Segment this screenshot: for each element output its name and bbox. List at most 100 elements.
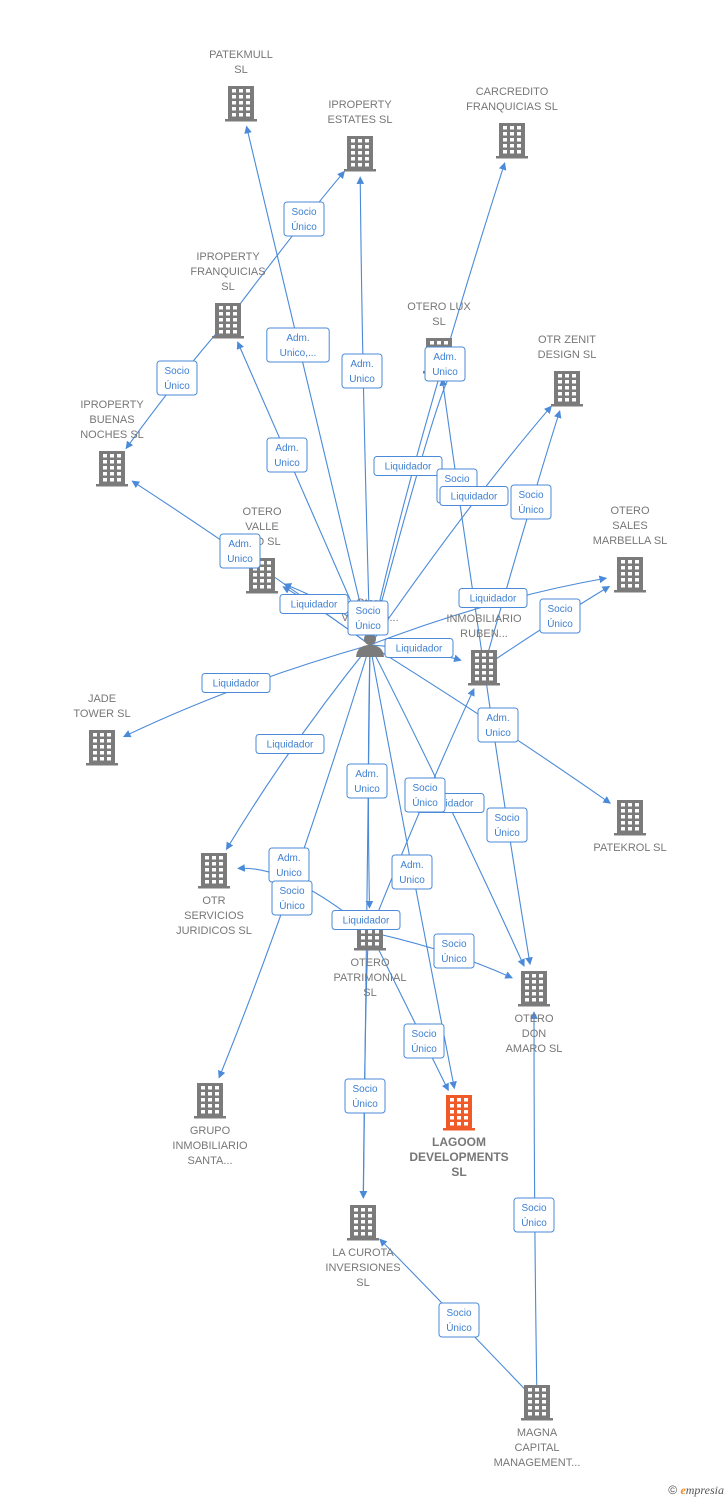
node-grupo-ruben[interactable]: GRUPOINMOBILIARIORUBEN... [446, 598, 522, 686]
building-icon [614, 800, 646, 836]
node-label: SL [363, 987, 376, 999]
building-icon [96, 451, 128, 487]
node-label: SL [221, 281, 234, 293]
node-label: PATEKROL SL [593, 842, 666, 854]
edge-label-text: Socio [518, 490, 543, 501]
node-label: BUENAS [89, 414, 134, 426]
edge-label-text: Socio [547, 604, 572, 615]
edge-label-text: Único [441, 952, 467, 965]
edge-labels-layer: Adm.Unico,...SocioÚnicoAdm.UnicoLiquidad… [156, 201, 581, 1338]
node-label: TOWER SL [73, 708, 130, 720]
node-label: SANTA... [187, 1155, 232, 1167]
edge-label-text: Socio [355, 606, 380, 617]
node-label: MANAGEMENT... [494, 1457, 581, 1469]
node-grupo-santa[interactable]: GRUPOINMOBILIARIOSANTA... [172, 1083, 248, 1167]
edge-label[interactable]: Liquidador [279, 594, 349, 614]
node-label: MARBELLA SL [593, 535, 668, 547]
edge-label-box [373, 456, 443, 476]
edge-label-text: Único [164, 379, 190, 392]
node-label: INVERSIONES [325, 1262, 400, 1274]
edge-label[interactable]: Liquidador [373, 456, 443, 476]
edge-person-to-iproperty_franquicias [236, 341, 371, 646]
edge-label-text: Liquidador [291, 600, 338, 611]
node-label: OTR [202, 895, 225, 907]
edge-person-to-otr_zenit [369, 405, 552, 646]
edge-label-box [458, 588, 528, 608]
node-label: RUBEN... [460, 628, 508, 640]
edge-label-box [341, 353, 383, 389]
node-label: JADE [88, 693, 116, 705]
edge-label-text: Único [494, 826, 520, 839]
building-icon [614, 557, 646, 593]
edge-label[interactable]: Liquidador [201, 673, 271, 693]
node-label: CARCREDITO [476, 86, 549, 98]
node-label: IPROPERTY [196, 251, 260, 263]
node-label: INMOBILIARIO [446, 613, 522, 625]
edge-label[interactable]: Liquidador [331, 910, 401, 930]
edge-label-text: Adm. [350, 359, 373, 370]
edge-label[interactable]: Adm.Unico [219, 533, 261, 569]
edge-label-text: Adm. [433, 352, 456, 363]
edge-label[interactable]: Liquidador [439, 486, 509, 506]
node-label: MAGNA [517, 1427, 558, 1439]
building-icon [212, 303, 244, 339]
building-icon [344, 136, 376, 172]
edge-label[interactable]: Adm.Unico [268, 847, 310, 883]
node-jade[interactable]: JADE TOWER SL [73, 693, 131, 766]
edge-label[interactable]: Adm.Unico [266, 437, 308, 473]
edge-label[interactable]: Liquidador [255, 734, 325, 754]
edge-label[interactable]: Adm.Unico [341, 353, 383, 389]
edge-person-to-carcredito [369, 162, 507, 646]
edge-grupo_ruben-to-otr_zenit [483, 410, 562, 668]
edge-label[interactable]: Adm.Unico,... [266, 327, 330, 363]
edge-label-box [438, 1302, 480, 1338]
node-label: OTERO [610, 505, 650, 517]
edge-label[interactable]: Adm.Unico [346, 763, 388, 799]
node-magna[interactable]: MAGNACAPITALMANAGEMENT... [494, 1385, 581, 1469]
node-label: SL [451, 1165, 466, 1179]
edge-label[interactable]: Liquidador [384, 638, 454, 658]
edge-label[interactable]: Adm.Unico [477, 707, 519, 743]
edge-label[interactable]: Liquidador [458, 588, 528, 608]
building-icon [518, 971, 550, 1007]
person-icon [356, 633, 384, 657]
edge-label-text: Único [352, 1097, 378, 1110]
node-label: INMOBILIARIO [172, 1140, 248, 1152]
empresia-logo[interactable]: empresia [680, 1483, 724, 1497]
edge-label-text: Único [355, 619, 381, 632]
edge-label[interactable]: Adm.Unico [391, 854, 433, 890]
edge-label-box [347, 600, 389, 636]
edge-label-text: Adm. [486, 713, 509, 724]
node-label: OTR ZENIT [538, 334, 596, 346]
edge-label[interactable]: Adm.Unico [424, 346, 466, 382]
edge-label-box [510, 484, 552, 520]
node-label: LAGOOM [432, 1135, 486, 1149]
edge-label-text: Único [521, 1216, 547, 1229]
node-patekrol[interactable]: PATEKROL SL [593, 800, 667, 854]
